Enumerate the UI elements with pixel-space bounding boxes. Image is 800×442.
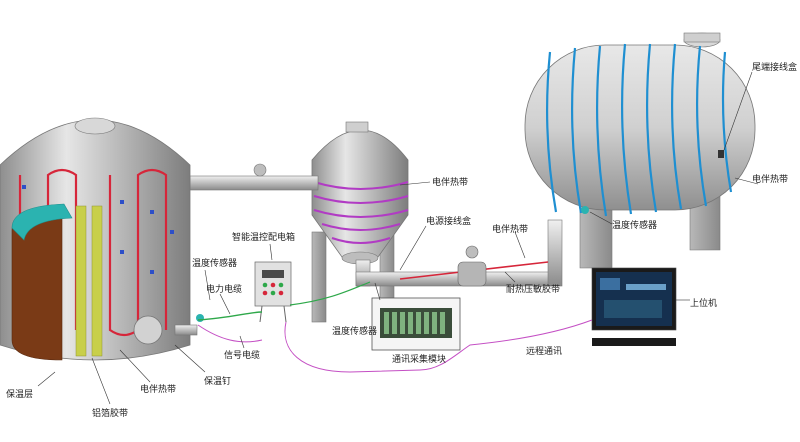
label-temp-sensor-mid: 温度传感器 — [332, 325, 377, 337]
label-heat-trace-pipe: 电伴热带 — [492, 223, 528, 235]
label-pressure-tape: 耐热压敏胶带 — [506, 283, 560, 295]
comm-module — [371, 297, 461, 351]
signal-cable-line — [197, 324, 263, 343]
middle-tank — [311, 121, 409, 323]
label-insulation-layer: 保温层 — [6, 388, 33, 400]
label-temp-sensor-left: 温度传感器 — [192, 257, 237, 269]
label-signal-cable: 信号电缆 — [224, 349, 260, 361]
label-heat-trace-mid: 电伴热带 — [432, 176, 468, 188]
power-cable-line — [197, 311, 263, 321]
temp-sensor-right — [581, 206, 589, 214]
temp-sensor-left — [196, 314, 204, 322]
label-comm-module: 通讯采集模块 — [392, 353, 446, 365]
pipes — [189, 163, 563, 287]
end-junction-box — [718, 150, 724, 158]
remote-comm-line — [284, 319, 593, 373]
host-pc — [591, 267, 677, 346]
label-temp-sensor-right: 温度传感器 — [612, 219, 657, 231]
label-smart-box: 智能温控配电箱 — [232, 231, 295, 243]
smart-control-box — [254, 261, 292, 323]
label-insulation-nail: 保温钉 — [204, 375, 231, 387]
label-remote-comm: 远程通讯 — [526, 346, 562, 357]
label-power-cable: 电力电缆 — [206, 283, 242, 295]
heat-trace-mid — [313, 181, 409, 244]
horizontal-tank — [524, 32, 756, 269]
label-host-pc: 上位机 — [690, 297, 717, 309]
heat-trace-spiral-right — [546, 43, 733, 217]
label-end-box: 尾端接线盒 — [752, 61, 797, 73]
label-power-junction: 电源接线盒 — [426, 215, 471, 227]
left-tank — [0, 117, 204, 361]
label-heat-trace-left: 电伴热带 — [140, 383, 176, 395]
label-foil-tape: 铝箔胶带 — [92, 407, 128, 419]
foil-tape-strip — [75, 205, 87, 357]
label-heat-trace-right: 电伴热带 — [752, 173, 788, 185]
pipe-valve — [457, 261, 487, 287]
